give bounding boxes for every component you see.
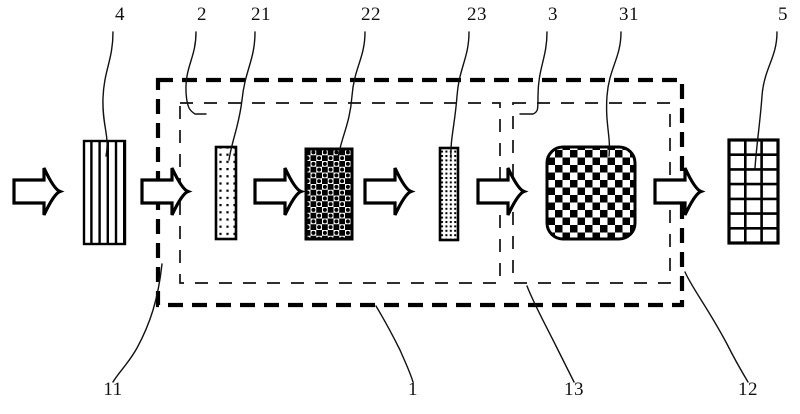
arrow-port-11 — [140, 167, 193, 216]
leader-line-21 — [228, 31, 256, 161]
reference-label-13: 13 — [564, 379, 584, 400]
reference-label-1: 1 — [408, 379, 418, 400]
reference-label-3: 3 — [548, 4, 558, 25]
top-reference-labels: 4 2 21 22 23 3 31 5 — [115, 4, 788, 25]
leader-line-11 — [112, 263, 163, 383]
bottom-reference-labels: 11 1 13 12 — [103, 379, 758, 400]
leader-line-5 — [754, 31, 778, 169]
rounded-checker-block-31 — [545, 145, 637, 241]
arrow-stage-23 — [476, 167, 529, 216]
leader-line-4 — [102, 31, 114, 157]
arrow-port-12 — [653, 167, 706, 216]
dotted-plate-21 — [214, 145, 238, 241]
reference-label-12: 12 — [738, 379, 758, 400]
leader-line-2 — [185, 31, 207, 115]
reference-label-23: 23 — [467, 4, 487, 25]
reference-label-31: 31 — [619, 4, 639, 25]
dotted-plate-23 — [438, 146, 460, 242]
leader-lines — [102, 31, 778, 383]
leader-line-22 — [337, 31, 366, 159]
reference-label-11: 11 — [103, 379, 122, 400]
reference-label-5: 5 — [778, 4, 788, 25]
leader-line-12 — [684, 271, 749, 383]
reference-label-2: 2 — [197, 4, 207, 25]
reference-label-22: 22 — [361, 4, 381, 25]
arrow-stage-21 — [253, 167, 306, 216]
leader-line-31 — [605, 31, 622, 157]
leader-line-23 — [450, 31, 470, 159]
arrow-stage-22 — [363, 167, 416, 216]
flow-arrows — [12, 167, 706, 216]
striped-block-4 — [82, 139, 127, 246]
leader-line-13 — [526, 285, 575, 383]
grid-block-5 — [727, 138, 780, 245]
leader-line-3 — [519, 31, 548, 115]
leader-line-1 — [375, 305, 414, 383]
arrow-inlet — [12, 167, 65, 216]
reference-label-21: 21 — [251, 4, 271, 25]
reference-label-4: 4 — [115, 4, 125, 25]
checker-block-22 — [304, 147, 354, 241]
